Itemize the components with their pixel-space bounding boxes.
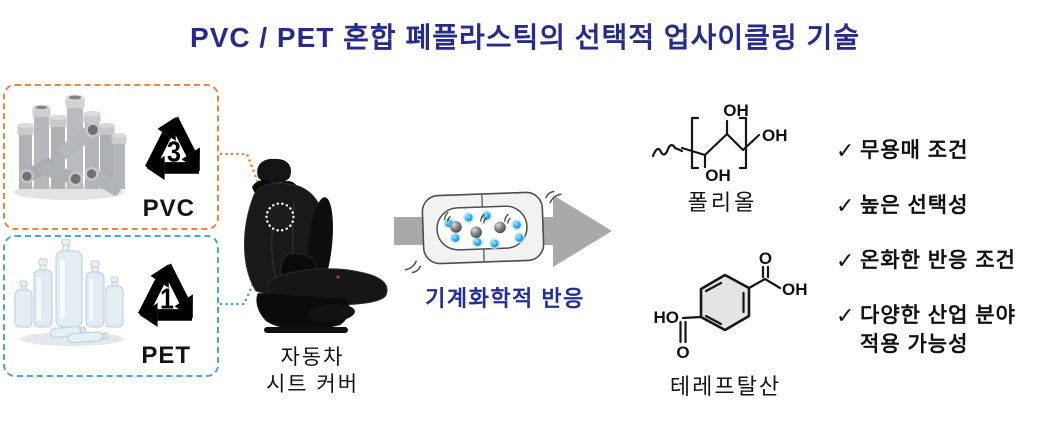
vibration-icon bbox=[444, 212, 511, 224]
pet-feedstock-box: 1 PET bbox=[3, 235, 219, 377]
polyol-structure: OH OH OH bbox=[651, 101, 788, 185]
recycling-symbol-1-icon: 1 bbox=[138, 263, 193, 327]
polyol-label: 폴리올 bbox=[687, 190, 758, 215]
target-circle-icon bbox=[265, 202, 295, 232]
recycle-code-1: 1 bbox=[160, 283, 174, 315]
red-stitch-dot bbox=[336, 275, 340, 279]
tpa-o-top: O bbox=[759, 249, 772, 268]
benefit-item: ✓ 온화한 반응 조건 bbox=[836, 246, 1048, 275]
benefits-list: ✓ 무용매 조건 ✓ 높은 선택성 ✓ 온화한 반응 조건 ✓ 다양한 산업 분… bbox=[836, 136, 1048, 385]
benefit-text: 높은 선택성 bbox=[860, 194, 969, 217]
bracket-right bbox=[738, 116, 748, 170]
seat-label: 자동차 시트 커버 bbox=[265, 346, 360, 396]
recycle-code-3: 3 bbox=[167, 136, 181, 168]
bracket-left bbox=[690, 116, 700, 170]
reagent-balls bbox=[443, 210, 525, 250]
shake-marks bbox=[404, 190, 562, 274]
check-icon: ✓ bbox=[836, 303, 855, 328]
recycling-symbol-3-icon: 3 bbox=[145, 116, 200, 180]
check-icon: ✓ bbox=[836, 193, 855, 218]
benefit-item: ✓ 다양한 산업 분야 적용 가능성 bbox=[836, 301, 1048, 359]
pipe-fittings bbox=[19, 122, 122, 196]
tpa-label: 테레프탈산 bbox=[669, 374, 782, 399]
pvc-label: PVC bbox=[142, 195, 195, 222]
car-seat-body bbox=[244, 158, 388, 333]
page-title: PVC / PET 혼합 폐플라스틱의 선택적 업사이클링 기술 bbox=[190, 22, 860, 53]
polymer-bond-squiggle bbox=[651, 144, 684, 158]
terephthalic-acid-structure: O OH HO O bbox=[654, 249, 808, 362]
polyol-oh-bottom: OH bbox=[705, 166, 731, 185]
check-icon: ✓ bbox=[836, 138, 855, 163]
process-label: 기계화학적 반응 bbox=[425, 286, 585, 311]
ball-mill-icon bbox=[404, 190, 562, 274]
polyol-oh-end: OH bbox=[762, 126, 788, 145]
pvc-pipes-illustration bbox=[14, 94, 127, 200]
benefit-text: 무용매 조건 bbox=[860, 139, 969, 162]
benefit-item: ✓ 높은 선택성 bbox=[836, 191, 1048, 220]
benefit-text: 온화한 반응 조건 bbox=[860, 249, 1016, 272]
benefit-text: 다양한 산업 분야 적용 가능성 bbox=[860, 304, 1016, 356]
car-seat-illustration bbox=[244, 158, 388, 333]
benefit-item: ✓ 무용매 조건 bbox=[836, 136, 1048, 165]
tpa-oh-right: OH bbox=[782, 280, 808, 299]
pet-bottles-illustration bbox=[14, 239, 124, 346]
polyol-oh-top: OH bbox=[723, 101, 749, 120]
bottle-group bbox=[14, 239, 124, 344]
benzene-ring bbox=[699, 273, 751, 332]
tpa-o-bottom: O bbox=[676, 343, 689, 362]
tpa-ho-left: HO bbox=[654, 308, 680, 327]
check-icon: ✓ bbox=[836, 248, 855, 273]
pet-label: PET bbox=[141, 342, 191, 369]
process-arrow bbox=[394, 190, 612, 274]
pvc-feedstock-box: 3 PVC bbox=[3, 84, 219, 230]
